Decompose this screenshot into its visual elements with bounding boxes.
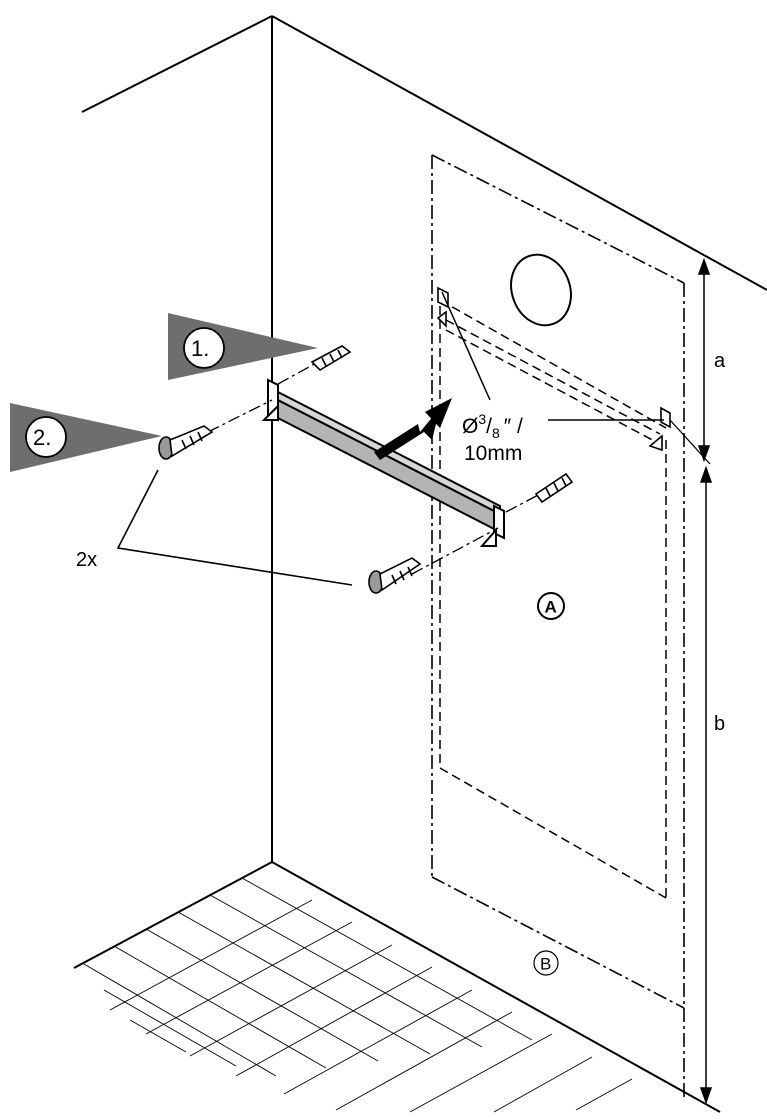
flue-opening bbox=[510, 253, 572, 327]
quantity-leader bbox=[116, 469, 353, 586]
dimension-b bbox=[699, 465, 713, 1105]
appliance-outline bbox=[431, 154, 685, 1098]
step-1-label: 1. bbox=[191, 336, 209, 361]
step-1-badge bbox=[183, 327, 225, 369]
arrow-icon bbox=[374, 398, 452, 460]
screw-lower bbox=[368, 557, 422, 594]
marker-a: A bbox=[537, 592, 565, 620]
svg-text:Ø3/8″ /: Ø3/8″ / bbox=[462, 411, 523, 441]
drill-leader bbox=[441, 291, 491, 401]
wall-plug-lower bbox=[534, 472, 574, 504]
marker-b: B bbox=[533, 950, 559, 976]
ceiling-edge-left bbox=[81, 15, 273, 113]
drill-inch-mark: ″ / bbox=[504, 415, 523, 438]
wall-plug-upper bbox=[310, 345, 352, 372]
mounting-hole-top-right bbox=[660, 406, 671, 429]
floor-edge-right bbox=[271, 861, 721, 1113]
diameter-symbol: Ø bbox=[462, 415, 478, 438]
drill-metric-label: 10mm bbox=[464, 442, 522, 465]
dimension-b-label: b bbox=[714, 713, 725, 735]
step-2-label: 2. bbox=[33, 425, 51, 450]
quantity-label: 2x bbox=[76, 549, 97, 571]
step-2-badge bbox=[25, 416, 67, 458]
screw-upper bbox=[158, 425, 214, 460]
ceiling-edge-right bbox=[271, 15, 767, 291]
floor-edge-left bbox=[73, 861, 273, 969]
dimension-a-label: a bbox=[714, 350, 726, 372]
step-2-pointer: 2. bbox=[10, 403, 162, 472]
mounting-hole-top-left bbox=[437, 286, 449, 309]
drill-specification: Ø3/8″ / 10mm bbox=[462, 411, 523, 465]
marker-a-label: A bbox=[545, 598, 557, 617]
dimension-a bbox=[669, 257, 711, 465]
floor-tiles bbox=[83, 877, 633, 1113]
mounting-frame-outline bbox=[439, 292, 667, 899]
step-1-pointer: 1. bbox=[168, 313, 318, 380]
drill-fraction-numerator: 3 bbox=[478, 411, 486, 427]
drill-fraction-denominator: 8 bbox=[492, 425, 500, 441]
marker-b-label: B bbox=[540, 955, 551, 974]
assembly-axis-lines bbox=[207, 361, 541, 575]
room-outline bbox=[73, 15, 767, 1113]
drill-fraction-slash: / bbox=[486, 415, 492, 438]
